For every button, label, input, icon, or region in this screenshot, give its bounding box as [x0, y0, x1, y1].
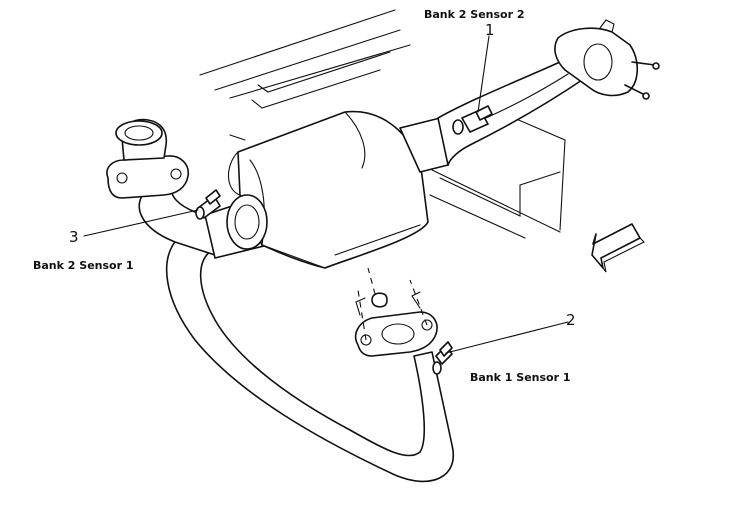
right-manifold-flange: [354, 311, 438, 357]
rear-flange-stud-lower: [642, 92, 650, 100]
callout-number-2: 2: [566, 311, 576, 329]
label-bank2-sensor2: Bank 2 Sensor 2: [424, 8, 525, 21]
leader-line-1: [477, 35, 490, 113]
sensor-bank1-sensor1: [432, 341, 453, 375]
catalytic-converter: [237, 110, 429, 269]
flange-gasket: [371, 292, 388, 308]
callout-number-3: 3: [69, 228, 79, 246]
leader-line-3: [83, 209, 199, 237]
rear-flange: [554, 27, 639, 97]
leader-line-2: [445, 321, 569, 354]
sensor-bank2-sensor2: [452, 105, 493, 135]
vehicle-frame-lines: [199, 9, 566, 239]
label-bank2-sensor1: Bank 2 Sensor 1: [33, 259, 134, 272]
left-flange-opening: [115, 120, 163, 146]
left-manifold-flange: [106, 155, 190, 199]
rear-flange-stud: [652, 62, 660, 70]
converter-inlet-flange: [226, 194, 268, 250]
callout-number-1: 1: [485, 21, 495, 39]
rear-exhaust-pipe: [437, 61, 586, 166]
y-pipe-lower-section: [165, 237, 455, 483]
label-bank1-sensor1: Bank 1 Sensor 1: [470, 371, 571, 384]
front-direction-arrow: [591, 223, 641, 269]
